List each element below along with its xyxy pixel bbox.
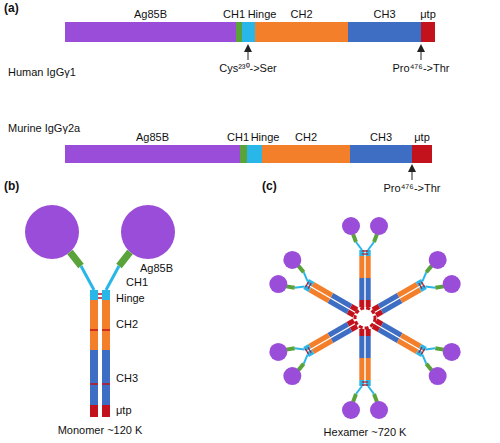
annotation-label: Hexamer ~720 K [324, 426, 407, 439]
domain-label: Hinge [248, 8, 277, 20]
domain-label: Ag85B [134, 8, 167, 20]
domain-segment: Ag85B [65, 22, 236, 42]
domain-segment: CH2 [255, 22, 348, 42]
domain-segment: CH2 [262, 145, 350, 163]
domain-label: Hinge [251, 131, 280, 143]
annotation-label: CH1 [126, 276, 148, 289]
domain-label: CH3 [370, 131, 392, 143]
annotation-label: Monomer ~120 K [58, 424, 143, 437]
domain-label: CH1 [227, 131, 249, 143]
domain-label: μtp [420, 8, 436, 20]
annotation-label: CH3 [116, 372, 138, 385]
domain-segment: CH3 [350, 145, 412, 163]
panel-letter: (b) [4, 180, 19, 193]
monomer-drawing [25, 205, 175, 417]
domain-segment: Ag85B [65, 145, 240, 163]
panel-letter: (a) [4, 2, 19, 15]
annotation-label: Murine IgGγ2a [8, 122, 80, 135]
domain-segment: Hinge [247, 145, 262, 163]
hexamer-drawing [269, 217, 460, 419]
domain-segment: μtp [421, 22, 435, 42]
annotation-label: Ag85B [140, 262, 173, 275]
annotation-label: Pro⁴⁷⁶->Thr [384, 182, 441, 195]
annotation-label: CH2 [116, 318, 138, 331]
panel-letter: (c) [262, 180, 277, 193]
domain-label: CH3 [373, 8, 395, 20]
domain-segment: CH3 [348, 22, 421, 42]
annotation-label: Pro⁴⁷⁶->Thr [393, 62, 450, 75]
domain-segment: Hinge [242, 22, 255, 42]
annotation-label: μtp [116, 404, 132, 417]
annotation-label: Hinge [116, 292, 145, 305]
domain-segment: CH1 [240, 145, 247, 163]
domain-label: μtp [414, 131, 430, 143]
annotation-label: Human IgGγ1 [8, 66, 76, 79]
domain-label: Ag85B [136, 131, 169, 143]
domain-segment: μtp [412, 145, 432, 163]
domain-label: CH1 [223, 8, 245, 20]
annotation-label: Cys²³⁰->Ser [219, 62, 276, 75]
domain-label: CH2 [295, 131, 317, 143]
domain-label: CH2 [290, 8, 312, 20]
